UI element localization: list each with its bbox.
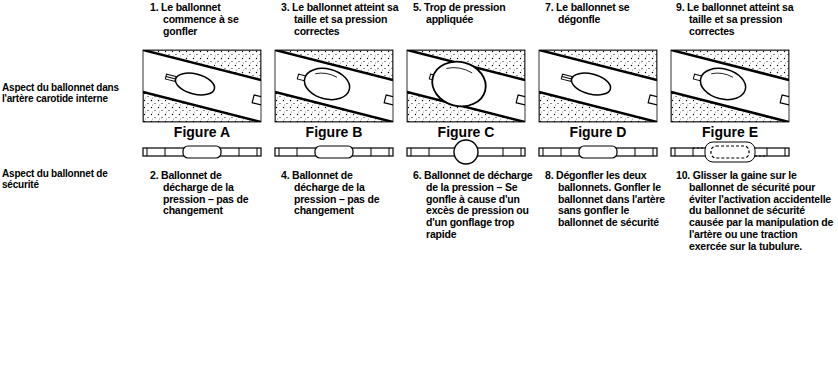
step-caption: 10. Glisser la gaine sur le ballonnet de… (676, 170, 837, 252)
figure-label: Figure E (671, 125, 789, 141)
safety-balloon-d (539, 146, 657, 158)
figure-label: Figure B (275, 125, 393, 141)
artery-panel-e (671, 50, 838, 131)
safety-balloon-a (143, 146, 261, 158)
row-label: Aspect du ballonnet dans l'artère caroti… (2, 82, 130, 104)
figure-label: Figure A (143, 125, 261, 141)
step-caption: 8. Dégonfler les deux ballonnets. Gonfle… (545, 170, 674, 229)
step-caption: 6. Ballonnet de décharge de la pression … (413, 170, 544, 241)
step-caption: 2. Ballonnet de décharge de la pression … (150, 170, 265, 217)
step-caption: 4. Ballonnet de décharge de la pression … (281, 170, 396, 217)
figure-label: Figure C (407, 125, 525, 141)
artery-panel-c (407, 50, 590, 137)
row-label: Aspect du ballonnet de sécurité (2, 168, 130, 190)
safety-balloon-c (407, 140, 525, 164)
step-caption: 9. Le ballonnet atteint sa taille et sa … (676, 2, 813, 37)
step-caption: 1. Le ballonnet commence à se gonfler (150, 2, 275, 37)
step-caption: 5. Trop de pression appliquée (413, 2, 526, 26)
step-caption: 3. Le ballonnet atteint sa taille et sa … (281, 2, 418, 37)
step-caption: 7. Le ballonnet se dégonfle (545, 2, 670, 26)
figure-label: Figure D (539, 125, 657, 141)
safety-balloon-e (671, 142, 789, 162)
safety-balloon-b (275, 146, 393, 158)
